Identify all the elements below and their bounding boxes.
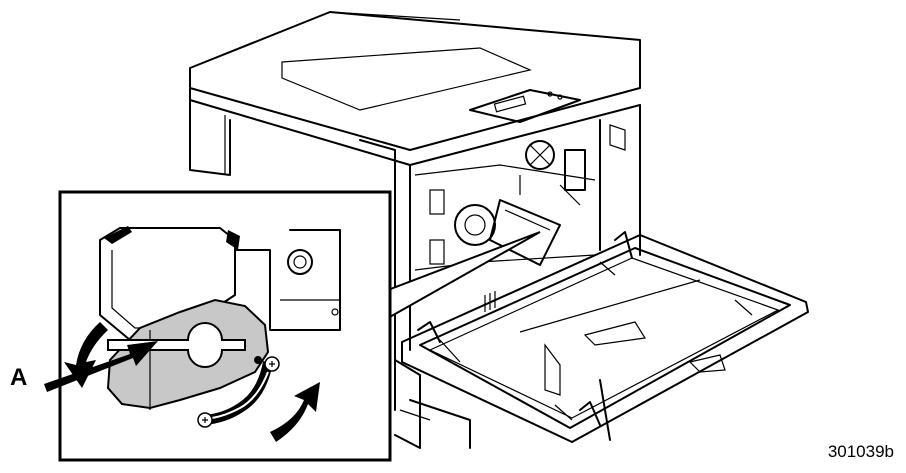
figure-id: 301039b	[827, 442, 894, 461]
inset-detail	[58, 190, 392, 462]
callout-letter-a: A	[10, 364, 28, 391]
front-door-open	[401, 231, 809, 443]
internal-mechanism	[414, 124, 626, 312]
printer-body	[189, 11, 641, 449]
callout-arrow-a	[44, 341, 158, 392]
